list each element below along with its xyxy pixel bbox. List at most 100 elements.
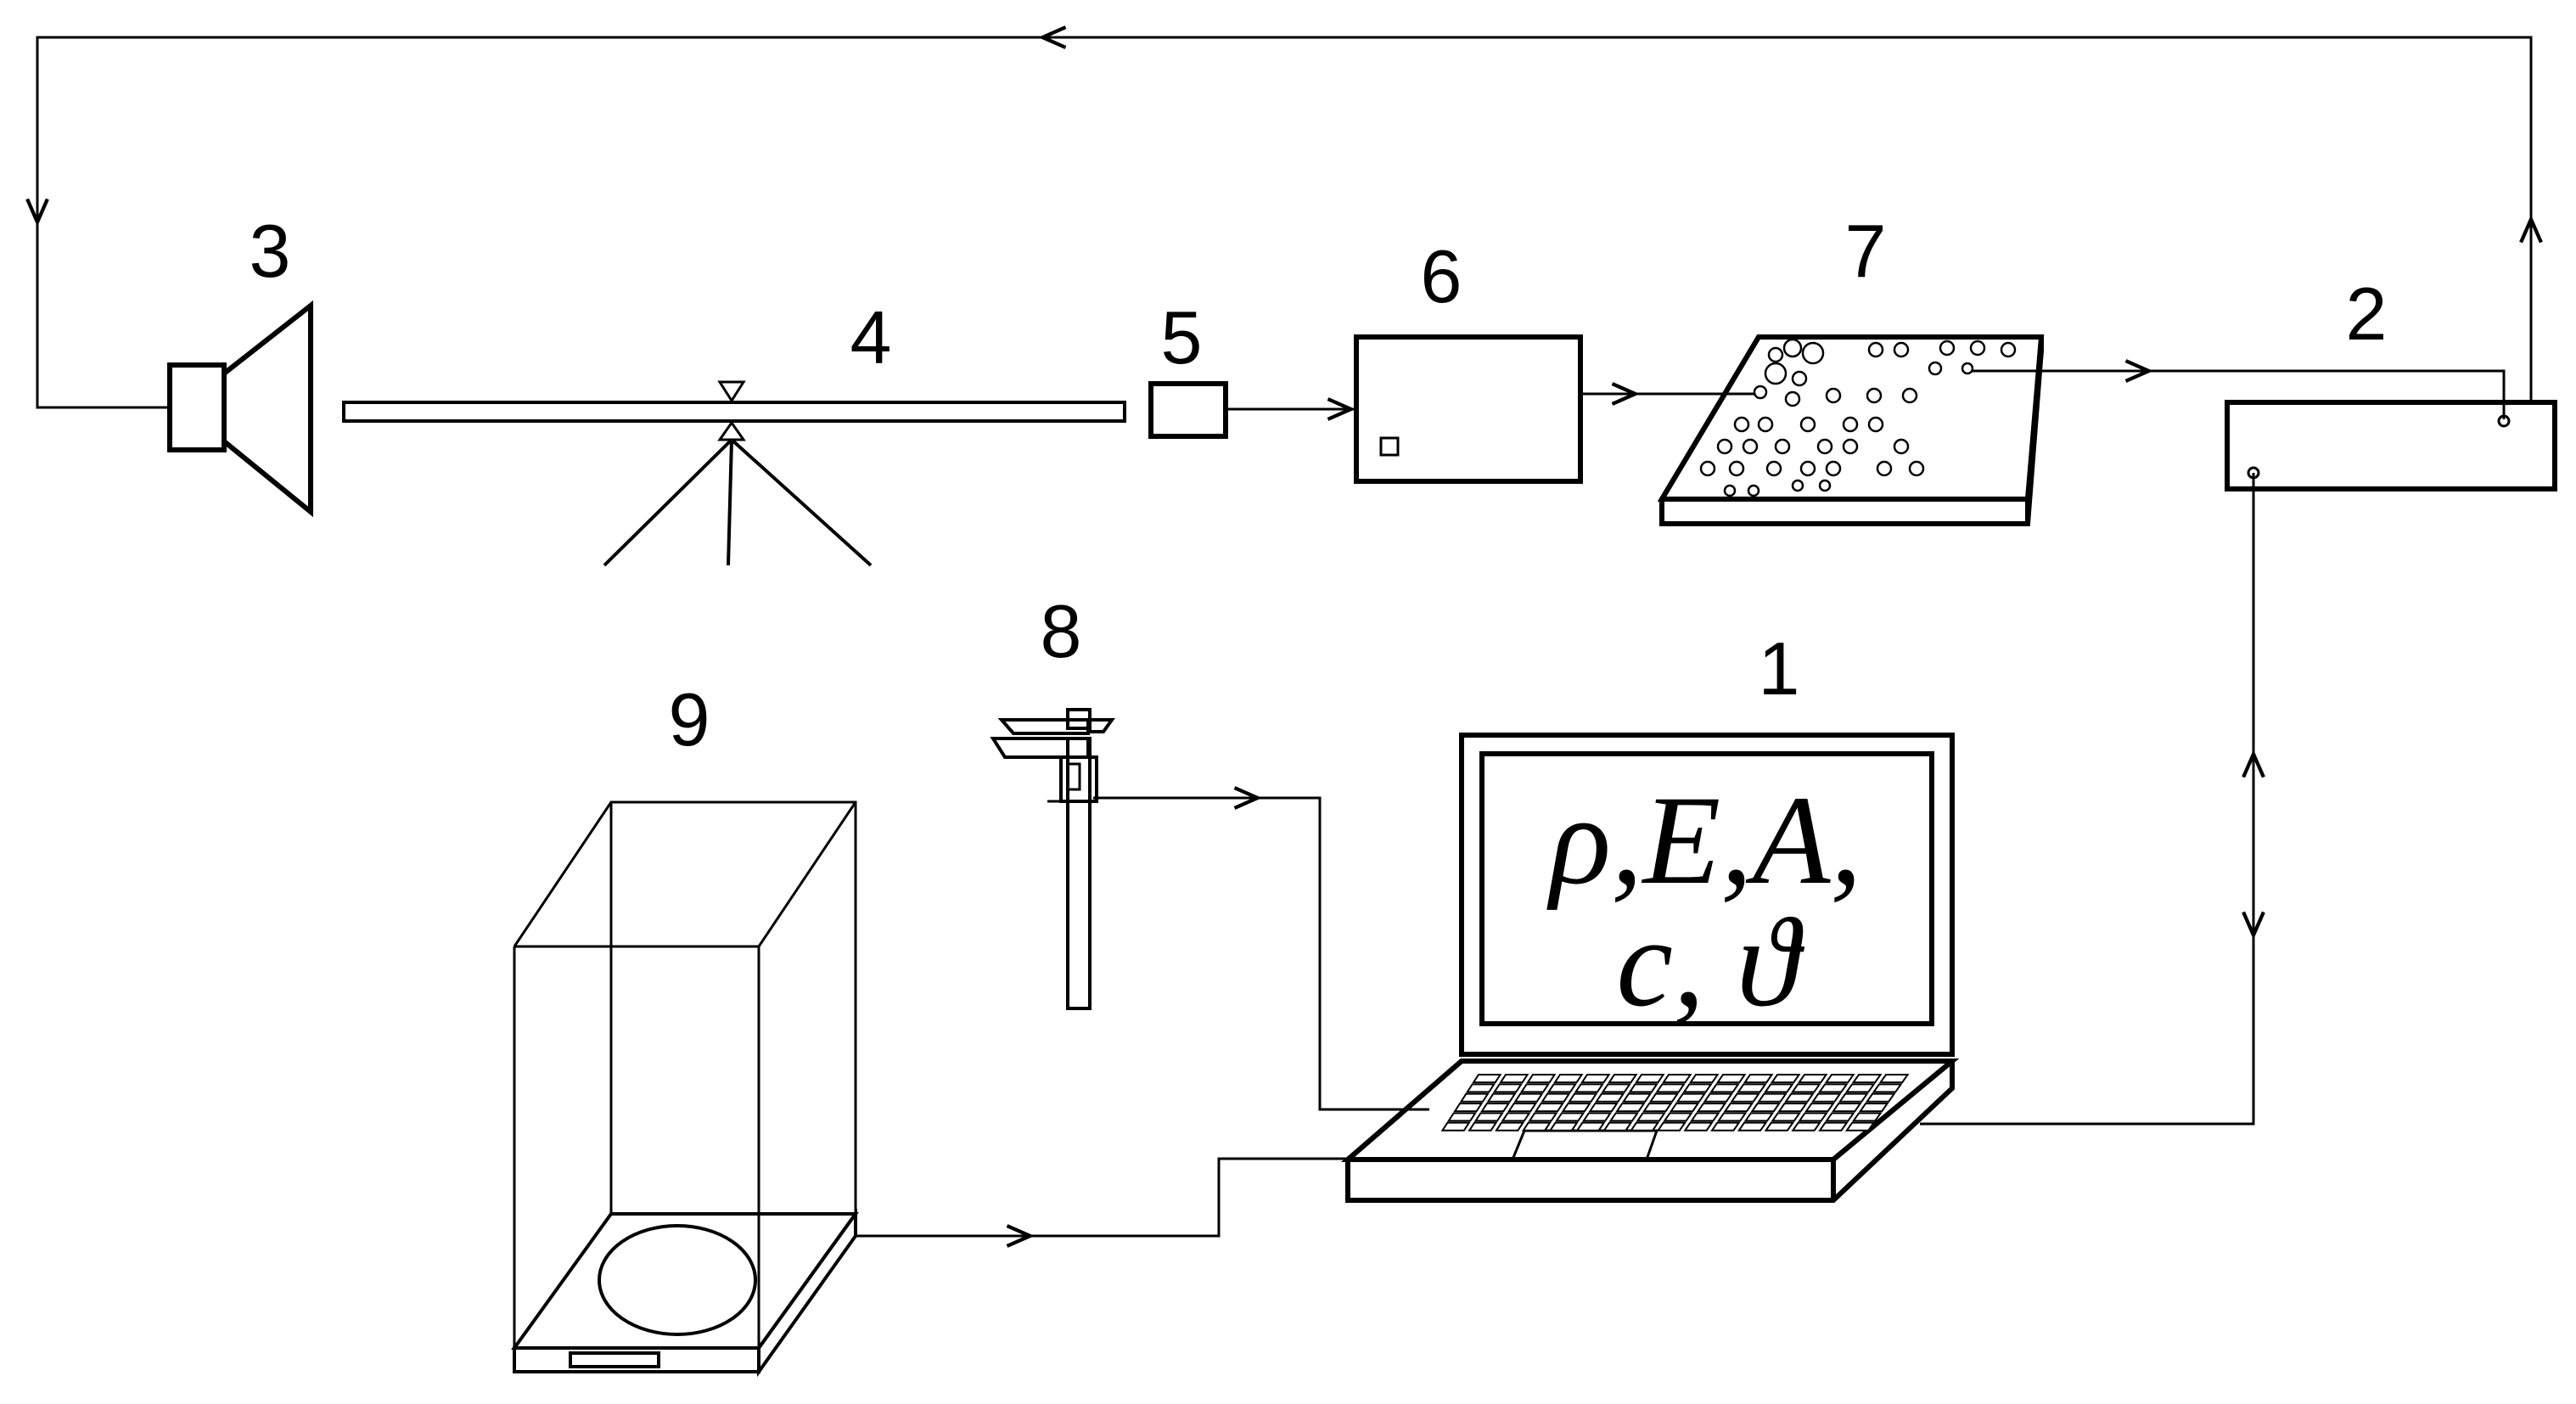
key [1696, 1103, 1727, 1113]
component-labels: 1 2 3 4 5 6 7 8 9 [250, 209, 2388, 761]
connector-hole [1728, 460, 1745, 477]
key [1629, 1121, 1660, 1132]
key [1608, 1074, 1638, 1084]
key [1595, 1092, 1625, 1103]
connector-hole [1825, 460, 1842, 477]
laptop-icon: ρ,E,A, c, ϑ [1340, 733, 1960, 1203]
sample-beam [342, 380, 1126, 567]
connector-hole [1867, 341, 1884, 358]
key [1811, 1092, 1842, 1103]
connector-hole [1867, 416, 1884, 433]
key [1499, 1074, 1529, 1084]
key [1534, 1103, 1564, 1113]
key [1688, 1074, 1720, 1084]
key [1602, 1121, 1633, 1132]
connector-board [1657, 334, 2045, 526]
connector-hole [1799, 460, 1816, 477]
connector-hole [1893, 341, 1910, 358]
connector-hole [1816, 438, 1833, 455]
key [1519, 1083, 1551, 1093]
connector-hole [1866, 387, 1883, 404]
key [1817, 1083, 1849, 1093]
connector-hole [1782, 338, 1803, 358]
key [1581, 1112, 1613, 1122]
key [1655, 1083, 1686, 1093]
touchpad [1510, 1129, 1659, 1161]
label-4: 4 [850, 295, 892, 379]
key [1771, 1112, 1802, 1122]
wire-amplifier-to-speaker [36, 36, 2533, 409]
key [1615, 1103, 1646, 1113]
label-6: 6 [1421, 234, 1462, 318]
connector-hole [1818, 479, 1832, 492]
label-1: 1 [1759, 626, 1800, 710]
key [1764, 1121, 1795, 1132]
key [1492, 1083, 1524, 1093]
board-connector-holes [1699, 338, 2017, 497]
key [1440, 1121, 1471, 1132]
key [1750, 1103, 1782, 1113]
key [1878, 1074, 1910, 1084]
connector-hole [1699, 460, 1716, 477]
key [1574, 1083, 1604, 1093]
wire-amplifier-to-computer [1920, 473, 2255, 1126]
key [1675, 1092, 1707, 1103]
connector-hole [1764, 362, 1787, 385]
key [1662, 1074, 1692, 1084]
key [1797, 1074, 1828, 1084]
connector-hole [1742, 438, 1759, 455]
wire-caliper-to-computer [1093, 796, 1429, 1111]
key [1636, 1112, 1666, 1122]
key [1446, 1112, 1477, 1122]
label-8: 8 [1041, 589, 1082, 673]
key [1495, 1121, 1525, 1132]
key [1791, 1121, 1821, 1132]
screen-line-2: c, ϑ [1616, 892, 1805, 1033]
key [1501, 1112, 1531, 1122]
key [1526, 1074, 1557, 1084]
key [1764, 1083, 1794, 1093]
key [1568, 1092, 1598, 1103]
connector-hole [1876, 460, 1893, 477]
key [1743, 1074, 1774, 1084]
key [1804, 1103, 1835, 1113]
key [1635, 1074, 1665, 1084]
key [1608, 1112, 1640, 1122]
unit-6-box [1354, 334, 1583, 484]
key [1575, 1121, 1606, 1132]
amplifier-box [2225, 400, 2557, 491]
key [1546, 1083, 1577, 1093]
label-2: 2 [2346, 272, 2388, 356]
wire-unit7-to-amplifier [1965, 369, 2506, 419]
key [1628, 1083, 1658, 1093]
key [1818, 1121, 1849, 1132]
key [1730, 1092, 1760, 1103]
connector-hole [1791, 479, 1804, 492]
key [1663, 1112, 1693, 1122]
key [1690, 1112, 1720, 1122]
connector-hole [1893, 438, 1910, 455]
key [1844, 1121, 1876, 1132]
connector-hole [1825, 387, 1842, 404]
key [1459, 1092, 1490, 1103]
key [1601, 1083, 1631, 1093]
connector-hole [1767, 346, 1784, 363]
key [1737, 1083, 1767, 1093]
key [1669, 1103, 1700, 1113]
key [1831, 1103, 1862, 1113]
key [1472, 1074, 1502, 1084]
label-7: 7 [1845, 209, 1887, 293]
caliper-icon [990, 708, 1115, 1010]
connector-hole [1733, 416, 1750, 433]
keyboard [1440, 1074, 1910, 1132]
key [1715, 1074, 1747, 1084]
key [1844, 1083, 1876, 1093]
connector-hole [1799, 416, 1816, 433]
key [1468, 1121, 1498, 1132]
key [1851, 1074, 1883, 1084]
connector-hole [1901, 387, 1918, 404]
key [1865, 1092, 1896, 1103]
connector-hole [1791, 370, 1808, 387]
key [1473, 1112, 1504, 1122]
